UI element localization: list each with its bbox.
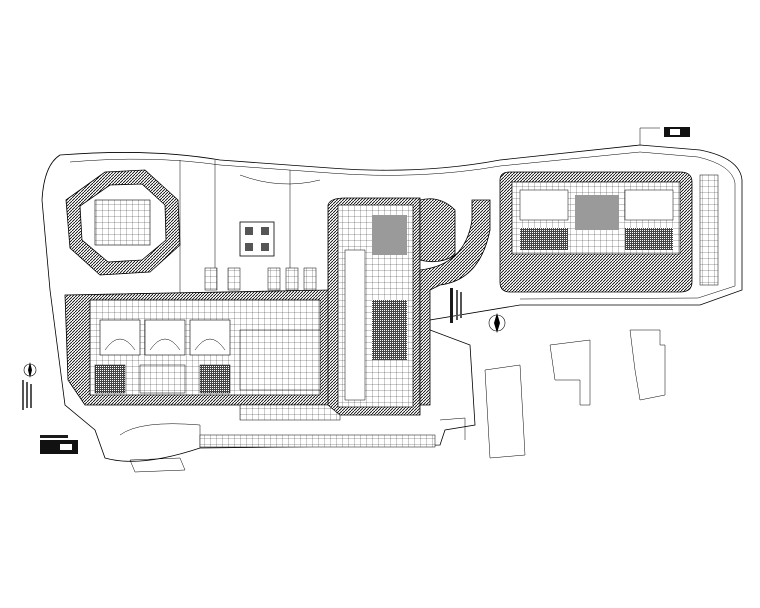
neighbouring-buildings (439, 329, 666, 459)
title-block-icon (40, 127, 690, 454)
parking-stalls-east (699, 174, 719, 286)
site-boundary (41, 127, 743, 462)
scale-bar-icon (40, 435, 68, 438)
north-arrow-icon (23, 313, 506, 378)
curved-plaza (419, 198, 491, 406)
road-network (119, 160, 321, 473)
courtyard-pavilion (239, 221, 275, 257)
kiosk-row (204, 267, 317, 291)
main-podium-complex (64, 289, 331, 406)
east-residential-block (499, 171, 693, 293)
octagon-building (65, 169, 181, 276)
parking-stalls-south (199, 404, 436, 448)
legend-annotations (22, 288, 462, 410)
central-tower-block (327, 197, 421, 416)
